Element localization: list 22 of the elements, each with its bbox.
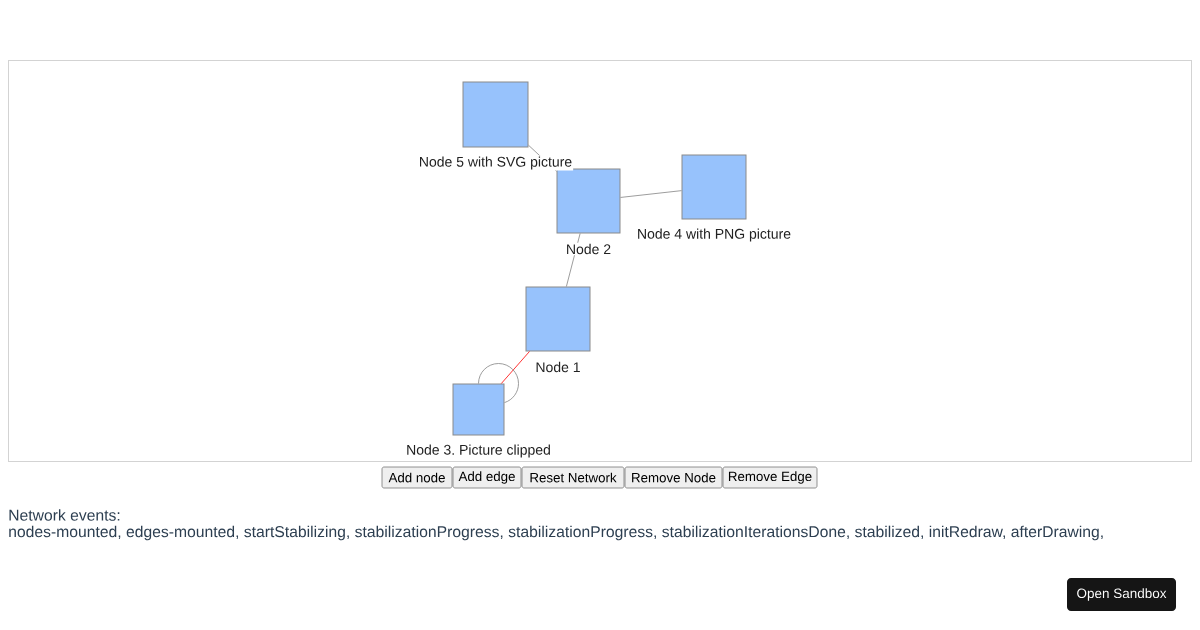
- node-label: Node 1: [534, 360, 582, 374]
- connector-line: [620, 190, 682, 198]
- button: Add edge: [452, 466, 522, 489]
- button: Reset Network: [521, 466, 625, 489]
- button: Remove Node: [624, 466, 723, 489]
- event-log: nodes-mounted, edges-mounted, startStabilizing, stabilizationProgress, stabilizationProgress, stabilizationIterationsDone, stabilized, initRedraw, afterDrawing,: [9, 525, 1103, 541]
- square-node: [452, 383, 505, 436]
- square-node: [556, 168, 621, 234]
- button: Remove Edge: [722, 466, 818, 489]
- square-node: [525, 286, 591, 352]
- connector-line: [500, 351, 530, 384]
- section-heading: Network events:: [9, 509, 120, 521]
- button: Add node: [381, 466, 453, 489]
- node-label: Node 3. Picture clipped: [405, 443, 552, 459]
- connector-line: [566, 233, 581, 287]
- button: Open Sandbox: [1067, 578, 1176, 611]
- node-label: Node 4 with PNG picture: [635, 227, 793, 243]
- self-loop: [478, 363, 519, 403]
- node-label: Node 2: [564, 242, 613, 256]
- node-label: Node 5 with SVG picture: [417, 155, 574, 171]
- square-node: [681, 154, 747, 220]
- square-node: [462, 81, 529, 148]
